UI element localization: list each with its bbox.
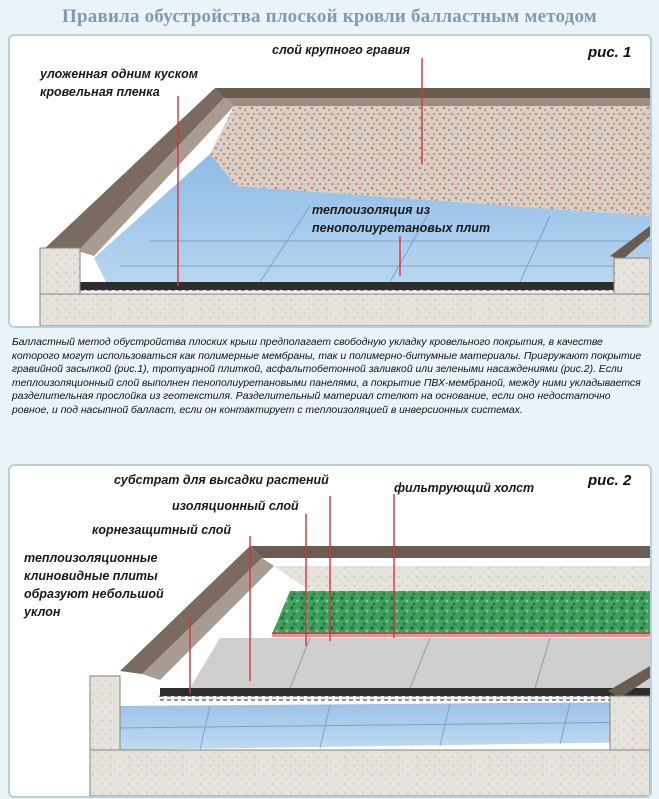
membrane-label-line2: кровельная пленка — [40, 85, 160, 99]
filter-fabric-label: фильтрующий холст — [394, 481, 535, 495]
page-title: Правила обустройства плоской кровли балл… — [62, 6, 597, 27]
wedge-label-line1: теплоизоляционные — [24, 551, 158, 565]
figure-2-panel: рис. 2 субстрат для высадки растений изо… — [8, 464, 652, 798]
membrane-label-line1: уложенная одним куском — [40, 67, 198, 81]
figure-1-panel: рис. 1 слой крупного гравия уложенная од… — [8, 34, 652, 328]
description-text: Балластный метод обустройства плоских кр… — [12, 337, 642, 416]
figure-1-label: рис. 1 — [588, 44, 632, 61]
root-barrier-label: корнезащитный слой — [92, 523, 232, 537]
substrate-label: субстрат для высадки растений — [114, 473, 329, 487]
isolation-layer-label: изоляционный слой — [172, 499, 299, 513]
gravel-layer-label: слой крупного гравия — [272, 43, 411, 57]
insulation-label-line1: теплоизоляция из — [312, 203, 430, 217]
wedge-label-line2: клиновидные плиты — [24, 569, 158, 583]
figure-2-illustration — [89, 494, 650, 796]
wedge-label-line4: уклон — [24, 605, 61, 619]
insulation-label-line2: пенополиуретановых плит — [312, 221, 491, 235]
figure-2-label: рис. 2 — [588, 472, 632, 489]
wedge-label-line3: образуют небольшой — [24, 587, 164, 601]
figure-1-illustration — [39, 58, 650, 326]
